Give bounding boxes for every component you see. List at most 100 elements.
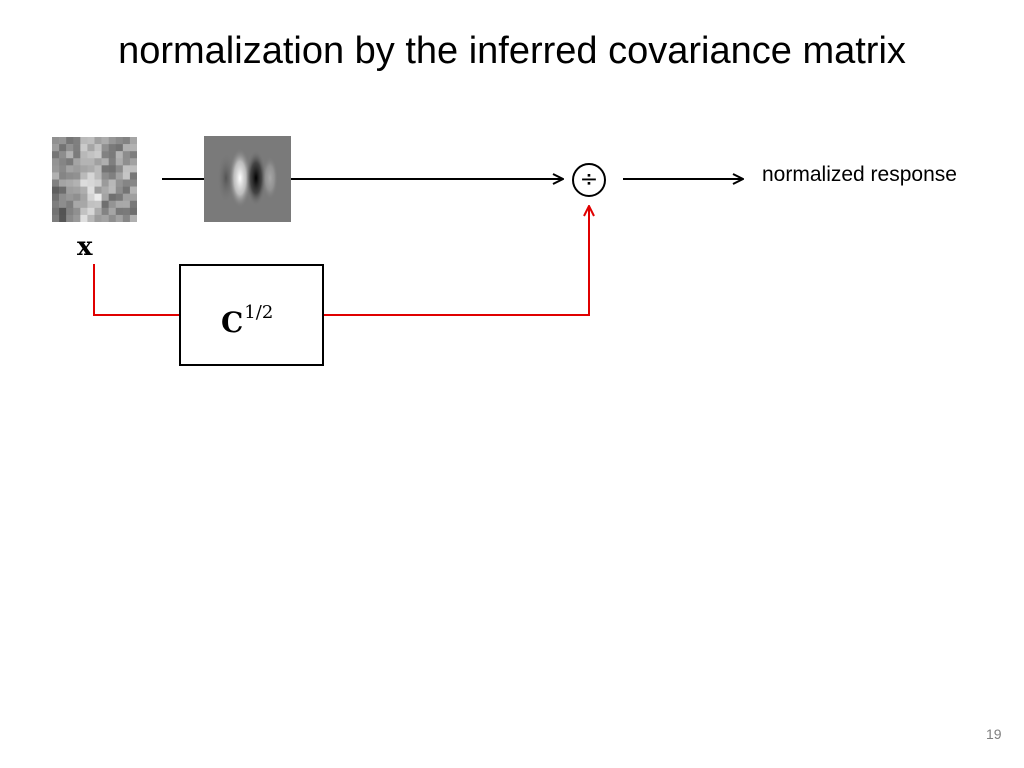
patch-pixel <box>87 214 95 222</box>
patch-pixel <box>66 200 74 209</box>
patch-pixel <box>80 207 88 216</box>
patch-pixel <box>52 165 60 173</box>
patch-pixel <box>108 186 117 194</box>
patch-pixel <box>122 151 131 159</box>
patch-pixel <box>94 214 102 222</box>
patch-pixel <box>87 207 95 216</box>
patch-pixel <box>66 186 74 194</box>
patch-pixel <box>108 172 117 180</box>
patch-pixel <box>129 165 137 173</box>
patch-pixel <box>73 207 81 216</box>
patch-pixel <box>115 214 124 222</box>
patch-pixel <box>108 144 117 152</box>
patch-pixel <box>87 144 95 152</box>
patch-pixel <box>101 151 109 159</box>
patch-pixel <box>122 172 131 180</box>
patch-pixel <box>115 151 124 159</box>
patch-pixel <box>108 137 117 145</box>
patch-pixel <box>122 186 131 194</box>
patch-pixel <box>115 207 124 216</box>
patch-pixel <box>101 186 109 194</box>
patch-pixel <box>80 193 88 202</box>
patch-pixel <box>73 193 81 202</box>
patch-pixel <box>108 200 117 209</box>
red-line-x-to-cov <box>93 264 179 316</box>
patch-pixel <box>52 193 60 202</box>
patch-pixel <box>59 200 67 209</box>
patch-pixel <box>101 207 109 216</box>
patch-pixel <box>108 193 117 202</box>
patch-pixel <box>80 172 88 180</box>
division-operator: ÷ <box>572 163 606 197</box>
patch-pixel <box>122 158 131 166</box>
patch-pixel <box>87 158 95 166</box>
patch-pixel <box>101 137 109 145</box>
patch-pixel <box>87 151 95 159</box>
patch-pixel <box>66 193 74 202</box>
patch-pixel <box>122 179 131 187</box>
patch-pixel <box>59 165 67 173</box>
patch-pixel <box>73 151 81 159</box>
patch-pixel <box>80 200 88 209</box>
patch-pixel <box>101 179 109 187</box>
patch-pixel <box>59 151 67 159</box>
patch-pixel <box>129 172 137 180</box>
patch-pixel <box>122 200 131 209</box>
patch-pixel <box>101 214 109 222</box>
patch-pixel <box>73 172 81 180</box>
patch-pixel <box>108 179 117 187</box>
patch-pixel <box>87 200 95 209</box>
patch-pixel <box>59 144 67 152</box>
output-label: normalized response <box>762 163 957 186</box>
patch-pixel <box>115 137 124 145</box>
patch-pixel <box>94 137 102 145</box>
patch-pixel <box>66 172 74 180</box>
patch-pixel <box>87 172 95 180</box>
patch-pixel <box>115 144 124 152</box>
patch-pixel <box>115 200 124 209</box>
patch-pixel <box>94 186 102 194</box>
patch-pixel <box>73 137 81 145</box>
patch-pixel <box>87 193 95 202</box>
covariance-base: C <box>221 306 244 339</box>
patch-pixel <box>80 137 88 145</box>
patch-pixel <box>122 144 131 152</box>
patch-pixel <box>108 158 117 166</box>
patch-pixel <box>94 179 102 187</box>
patch-pixel <box>129 186 137 194</box>
patch-pixel <box>80 165 88 173</box>
patch-pixel <box>66 151 74 159</box>
patch-pixel <box>87 137 95 145</box>
patch-pixel <box>115 186 124 194</box>
page-number: 19 <box>986 726 1002 742</box>
patch-pixel <box>129 144 137 152</box>
patch-pixel <box>129 200 137 209</box>
patch-pixel <box>94 200 102 209</box>
patch-pixel <box>59 158 67 166</box>
patch-pixel <box>129 151 137 159</box>
patch-pixel <box>52 158 60 166</box>
patch-pixel <box>52 179 60 187</box>
patch-pixel <box>94 158 102 166</box>
patch-pixel <box>73 158 81 166</box>
patch-pixel <box>73 144 81 152</box>
patch-pixel <box>59 214 67 222</box>
patch-pixel <box>80 179 88 187</box>
patch-pixel <box>52 186 60 194</box>
patch-pixel <box>129 179 137 187</box>
patch-pixel <box>66 214 74 222</box>
patch-pixel <box>59 207 67 216</box>
patch-pixel <box>73 186 81 194</box>
covariance-label: C1/2 <box>221 302 273 339</box>
patch-pixel <box>101 144 109 152</box>
slide-title: normalization by the inferred covariance… <box>118 30 906 72</box>
patch-pixel <box>66 144 74 152</box>
patch-pixel <box>66 207 74 216</box>
patch-pixel <box>73 200 81 209</box>
patch-pixel <box>115 179 124 187</box>
patch-pixel <box>101 193 109 202</box>
patch-pixel <box>94 144 102 152</box>
patch-pixel <box>129 193 137 202</box>
patch-pixel <box>59 179 67 187</box>
patch-pixel <box>52 137 60 145</box>
